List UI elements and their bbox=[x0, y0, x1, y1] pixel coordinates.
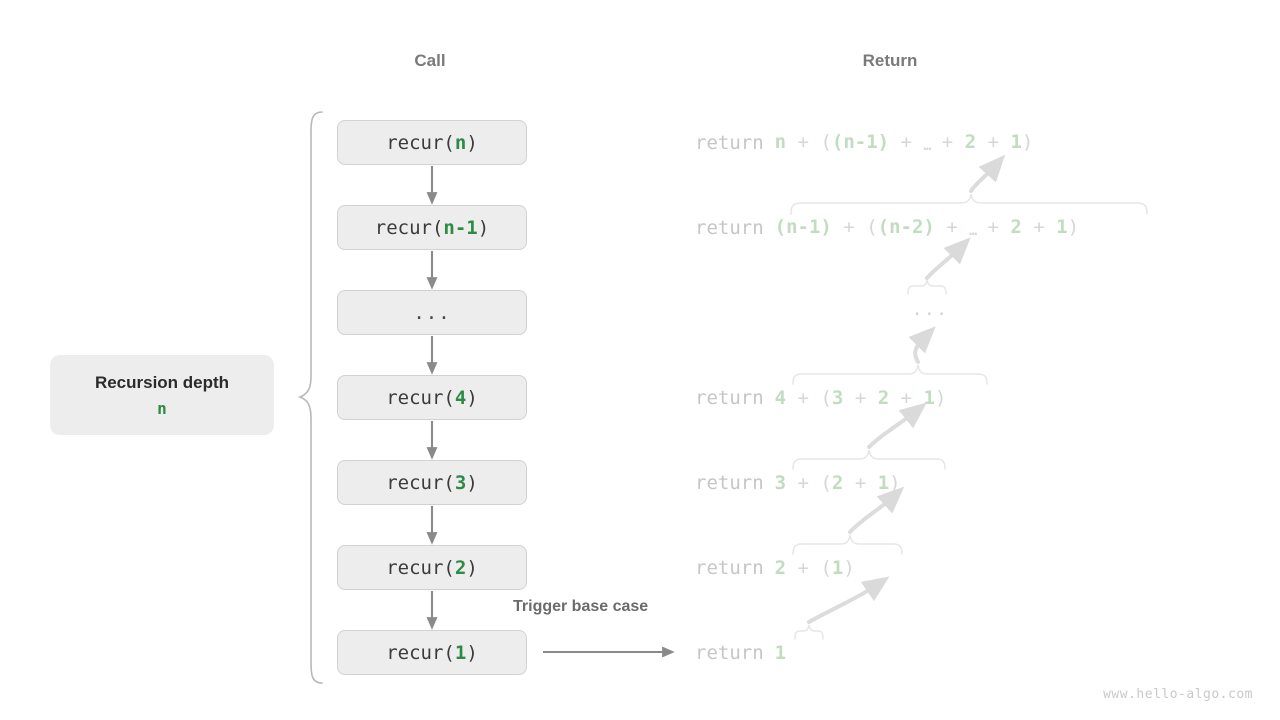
call-label-argument: 3 bbox=[454, 471, 467, 494]
recursion-depth-title: Recursion depth bbox=[94, 372, 230, 392]
call-box-ellipsis: ... bbox=[337, 290, 527, 335]
return-row-return-1: return 1 bbox=[695, 630, 786, 675]
call-label-suffix: ) bbox=[477, 216, 490, 239]
call-box-recur-n-1: recur(n-1) bbox=[337, 205, 527, 250]
return-keyword: return bbox=[695, 216, 764, 239]
return-keyword: return bbox=[695, 641, 764, 664]
trigger-base-case-label: Trigger base case bbox=[513, 598, 649, 615]
return-keyword: return bbox=[695, 386, 764, 409]
call-label-suffix: ) bbox=[466, 386, 478, 409]
recursion-depth-value: n bbox=[157, 398, 167, 418]
return-keyword: return bbox=[695, 131, 764, 154]
return-row-return-n: return n + ((n-1) + … + 2 + 1) bbox=[695, 120, 1033, 165]
return-expression: 3 + (2 + 1) bbox=[774, 471, 901, 494]
column-header-call: Call bbox=[414, 51, 446, 70]
call-label-prefix: recur( bbox=[386, 386, 455, 409]
watermark: www.hello-algo.com bbox=[1103, 687, 1253, 702]
call-label-suffix: ) bbox=[466, 471, 478, 494]
return-keyword: return bbox=[695, 471, 764, 494]
call-label-prefix: recur( bbox=[386, 131, 455, 154]
call-box-recur-4: recur(4) bbox=[337, 375, 527, 420]
return-expression: 2 + (1) bbox=[774, 556, 855, 579]
call-label-suffix: ) bbox=[466, 641, 478, 664]
call-label-prefix: recur( bbox=[386, 641, 455, 664]
call-box-recur-2: recur(2) bbox=[337, 545, 527, 590]
recursion-depth-brace bbox=[297, 111, 323, 684]
call-label-prefix: recur( bbox=[386, 471, 455, 494]
return-row-return-4: return 4 + (3 + 2 + 1) bbox=[695, 375, 946, 420]
call-label-argument: 4 bbox=[454, 386, 467, 409]
call-label-suffix: ) bbox=[466, 131, 478, 154]
return-expression: (n-1) + ((n-2) + … + 2 + 1) bbox=[774, 216, 1080, 239]
recursion-depth-label: Recursion depth n bbox=[50, 355, 274, 435]
call-box-recur-1: recur(1) bbox=[337, 630, 527, 675]
return-keyword: return bbox=[695, 556, 764, 579]
column-header-return: Return bbox=[862, 51, 918, 70]
return-row-return-3: return 3 + (2 + 1) bbox=[695, 460, 901, 505]
call-label-suffix: ) bbox=[466, 556, 478, 579]
return-expression: n + ((n-1) + … + 2 + 1) bbox=[774, 131, 1034, 154]
call-label-argument: n-1 bbox=[443, 216, 478, 239]
call-label-argument: 2 bbox=[454, 556, 467, 579]
return-expression: 4 + (3 + 2 + 1) bbox=[774, 386, 947, 409]
call-box-ellipsis-text: ... bbox=[413, 301, 451, 324]
call-label-prefix: recur( bbox=[386, 556, 455, 579]
return-row-return-n-1: return (n-1) + ((n-2) + … + 2 + 1) bbox=[695, 205, 1079, 250]
call-label-prefix: recur( bbox=[374, 216, 444, 239]
return-ellipsis: ... bbox=[912, 300, 949, 320]
call-box-recur-3: recur(3) bbox=[337, 460, 527, 505]
call-label-argument: n bbox=[454, 131, 467, 154]
call-label-argument: 1 bbox=[454, 641, 467, 664]
return-expression: 1 bbox=[774, 641, 787, 664]
call-box-recur-n: recur(n) bbox=[337, 120, 527, 165]
return-row-return-2: return 2 + (1) bbox=[695, 545, 855, 590]
